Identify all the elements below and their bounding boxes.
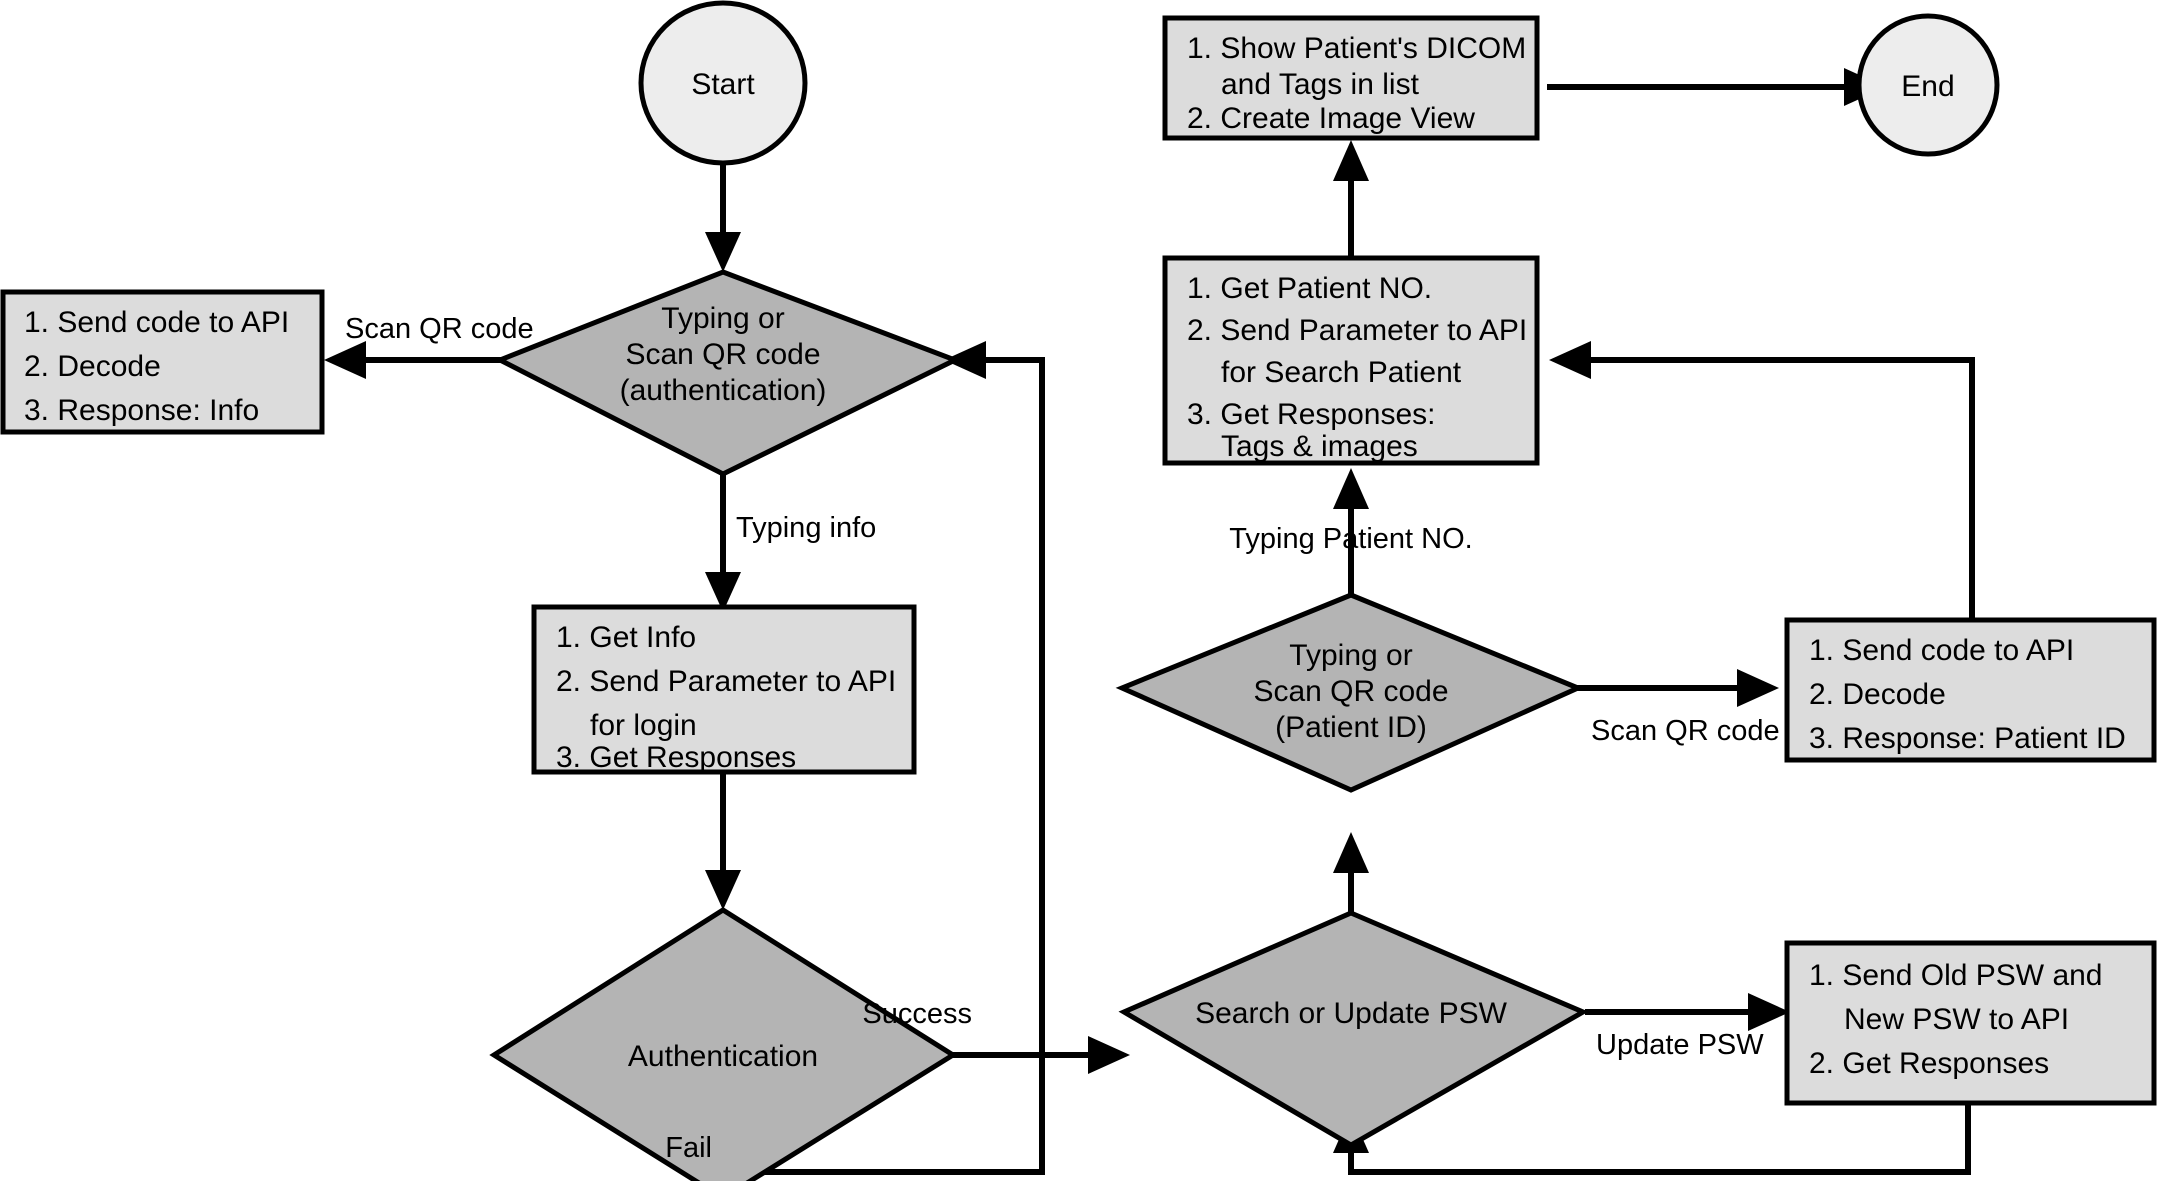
update-psw-line-3: 2. Get Responses: [1809, 1047, 2049, 1080]
search-patient-line-1: 1. Get Patient NO.: [1187, 272, 1432, 305]
decode-info-line-3: 3. Response: Info: [24, 394, 259, 427]
arrow-head-icon: [1748, 993, 1790, 1031]
edge-update-box-return: [1333, 1104, 1971, 1175]
arrow-head-icon: [1333, 832, 1369, 873]
arrow-head-icon: [705, 870, 741, 910]
authentication-label: Authentication: [628, 1040, 818, 1073]
auth-choice-line-2: Scan QR code: [625, 338, 820, 371]
search-patient-line-2: 2. Send Parameter to API: [1187, 314, 1527, 347]
node-decode-info-box[interactable]: 1. Send code to API 2. Decode 3. Respons…: [0, 289, 325, 435]
arrow-head-icon: [324, 341, 366, 379]
end-label: End: [1901, 70, 1954, 103]
edge-label-update-psw: Update PSW: [1596, 1029, 1764, 1061]
arrow-head-icon: [1737, 669, 1779, 707]
edge-patient-id-to-decode: [1577, 669, 1779, 707]
edge-auth-to-decode-info: [324, 341, 502, 379]
node-search-update-psw[interactable]: Search or Update PSW: [1118, 910, 1589, 1148]
decode-patient-line-3: 3. Response: Patient ID: [1809, 722, 2126, 755]
start-label: Start: [691, 68, 755, 101]
login-line-4: 3. Get Responses: [556, 741, 796, 774]
decode-info-line-2: 2. Decode: [24, 350, 161, 383]
show-dicom-line-3: 2. Create Image View: [1187, 102, 1475, 135]
patient-id-line-1: Typing or: [1289, 639, 1412, 672]
edge-label-typing-info: Typing info: [736, 512, 876, 544]
edge-psw-to-update-box: [1585, 993, 1790, 1031]
edge-auth-to-login: [705, 474, 741, 612]
edge-search-patient-to-show-dicom: [1333, 140, 1369, 262]
arrow-head-icon: [1333, 140, 1369, 181]
node-auth-choice[interactable]: Typing or Scan QR code (authentication): [493, 269, 962, 477]
login-line-2: 2. Send Parameter to API: [556, 665, 896, 698]
arrow-head-icon: [1549, 341, 1591, 379]
arrow-head-icon: [944, 341, 986, 379]
decode-patient-line-2: 2. Decode: [1809, 678, 1946, 711]
decode-patient-line-1: 1. Send code to API: [1809, 634, 2074, 667]
node-start[interactable]: Start: [638, 0, 808, 166]
search-patient-line-3: for Search Patient: [1221, 356, 1462, 389]
arrow-head-icon: [1088, 1036, 1130, 1074]
edge-login-to-authentication: [705, 772, 741, 910]
edge-decode-patient-id-return: [1549, 341, 1975, 618]
node-search-patient-box[interactable]: 1. Get Patient NO. 2. Send Parameter to …: [1162, 255, 1540, 466]
node-update-psw-box[interactable]: 1. Send Old PSW and New PSW to API 2. Ge…: [1784, 940, 2157, 1106]
patient-id-line-3: (Patient ID): [1275, 711, 1427, 744]
search-patient-line-5: Tags & images: [1221, 430, 1418, 463]
search-patient-line-4: 3. Get Responses:: [1187, 398, 1435, 431]
edge-label-typing-patient-no: Typing Patient NO.: [1229, 523, 1472, 555]
edge-label-fail: Fail: [665, 1132, 712, 1164]
edge-show-dicom-to-end: [1547, 68, 1886, 106]
node-decode-patient-id-box[interactable]: 1. Send code to API 2. Decode 3. Respons…: [1784, 617, 2157, 763]
show-dicom-line-1: 1. Show Patient's DICOM: [1187, 32, 1526, 65]
edge-authentication-success: [953, 1036, 1130, 1074]
auth-choice-line-3: (authentication): [620, 374, 827, 407]
edge-label-scan-qr-patient: Scan QR code: [1591, 715, 1780, 747]
patient-id-line-2: Scan QR code: [1253, 675, 1448, 708]
node-login-box[interactable]: 1. Get Info 2. Send Parameter to API for…: [531, 604, 917, 775]
arrow-head-icon: [705, 232, 741, 272]
edge-patient-id-to-search-patient: [1333, 468, 1369, 595]
arrow-head-icon: [1333, 468, 1369, 509]
edge-label-success: Success: [862, 998, 972, 1030]
login-line-3: for login: [590, 709, 697, 742]
node-end[interactable]: End: [1856, 13, 2000, 157]
decode-info-line-1: 1. Send code to API: [24, 306, 289, 339]
search-update-psw-label: Search or Update PSW: [1195, 997, 1507, 1030]
auth-choice-line-1: Typing or: [661, 302, 784, 335]
edge-start-to-auth: [705, 165, 741, 272]
update-psw-line-2: New PSW to API: [1844, 1003, 2069, 1036]
node-patient-id-choice[interactable]: Typing or Scan QR code (Patient ID): [1115, 592, 1585, 793]
login-line-1: 1. Get Info: [556, 621, 696, 654]
arrow-head-icon: [705, 572, 741, 612]
node-show-dicom-box[interactable]: 1. Show Patient's DICOM and Tags in list…: [1162, 15, 1540, 141]
update-psw-line-1: 1. Send Old PSW and: [1809, 959, 2103, 992]
edge-label-scan-qr-auth: Scan QR code: [345, 313, 534, 345]
node-authentication[interactable]: Authentication: [489, 907, 958, 1181]
show-dicom-line-2: and Tags in list: [1221, 68, 1420, 101]
